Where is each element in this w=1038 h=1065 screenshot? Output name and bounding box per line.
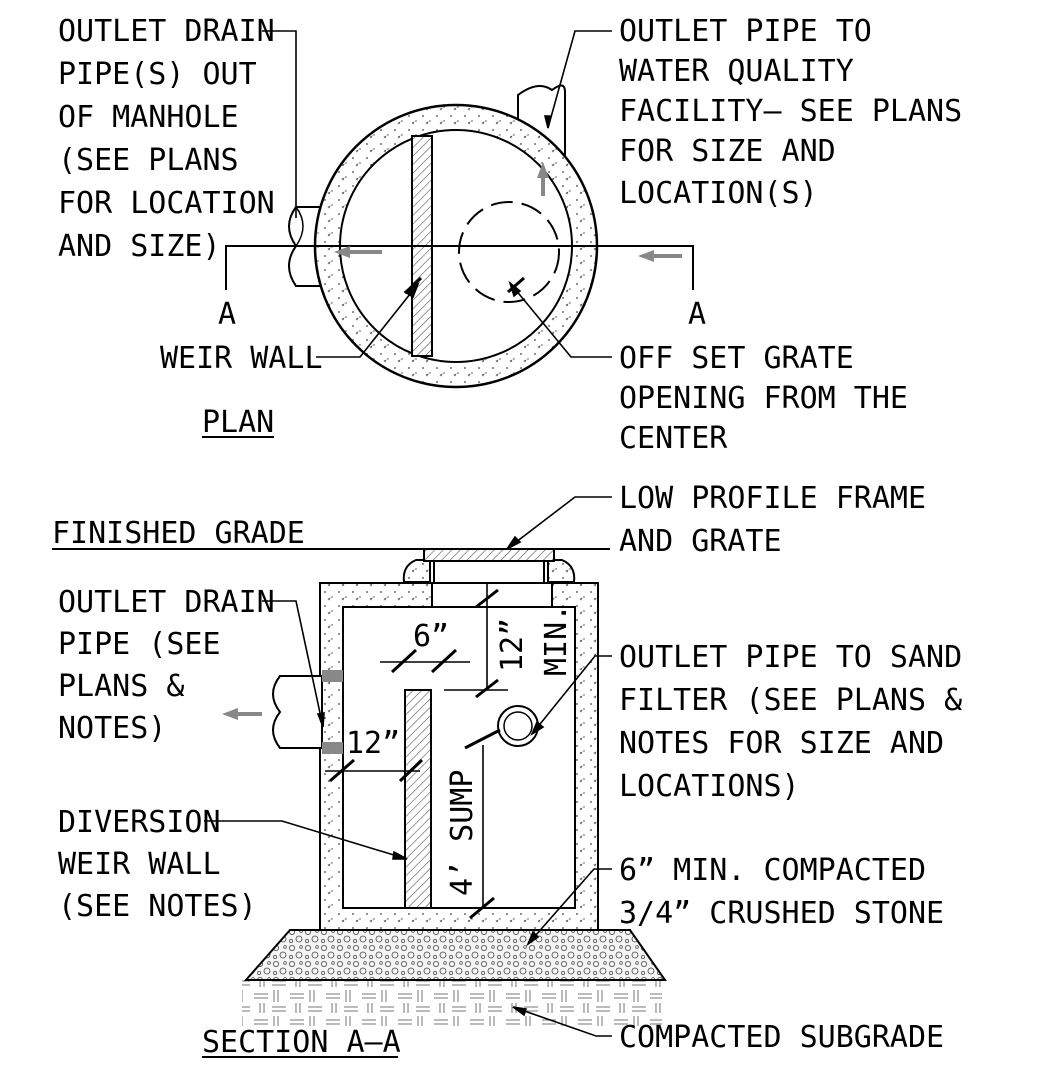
section-frame-grate-label: LOW PROFILE FRAME AND GRATE xyxy=(619,481,944,559)
section-compacted-subgrade xyxy=(242,978,662,1026)
plan-leaders xyxy=(262,30,612,358)
section-dimension-lines xyxy=(325,583,508,920)
section-flow-arrow xyxy=(222,708,262,720)
section-view: FINISHED GRADE LOW PROFILE FRAME AND GRA… xyxy=(52,481,980,1060)
plan-section-line xyxy=(225,245,694,290)
plan-grate-tick xyxy=(507,276,525,294)
section-outlet-sand-label: OUTLET PIPE TO SAND FILTER (SEE PLANS & … xyxy=(619,640,980,804)
plan-outlet-pipe-wq-label: OUTLET PIPE TO WATER QUALITY FACILITY— S… xyxy=(619,14,980,211)
section-grout-right xyxy=(547,559,576,583)
dim-side-clear: 12” xyxy=(346,726,400,761)
section-finished-grade-label: FINISHED GRADE xyxy=(52,516,305,551)
section-diversion-weir-wall xyxy=(404,689,432,909)
plan-flow-arrows xyxy=(334,162,682,262)
plan-weir-wall-label: WEIR WALL xyxy=(160,341,323,376)
dim-top-gap: 6” xyxy=(413,619,449,654)
plan-outlet-drain-label: OUTLET DRAIN PIPE(S) OUT OF MANHOLE (SEE… xyxy=(58,14,293,264)
section-subgrade-label: COMPACTED SUBGRADE xyxy=(619,1020,944,1055)
plan-view: OUTLET DRAIN PIPE(S) OUT OF MANHOLE (SEE… xyxy=(58,14,980,456)
section-leaders xyxy=(204,496,612,1037)
section-pipe-seal-bottom xyxy=(322,742,343,754)
plan-section-marker-right: A xyxy=(688,297,706,332)
plan-outlet-drain-pipe-break xyxy=(295,206,304,247)
plan-offset-grate-label: OFF SET GRATE OPENING FROM THE CENTER xyxy=(619,341,926,456)
dim-sump: 4’ SUMP xyxy=(445,770,480,896)
section-title: SECTION A—A xyxy=(202,1025,401,1060)
plan-title: PLAN xyxy=(202,405,274,440)
plan-section-marker-left: A xyxy=(218,297,236,332)
dim-top-min-suffix: MIN. xyxy=(539,604,574,676)
section-outlet-pipe-sand-inner xyxy=(503,711,533,741)
section-pipe-seal-top xyxy=(322,670,343,682)
section-outlet-drain-label: OUTLET DRAIN PIPE (SEE PLANS & NOTES) xyxy=(58,585,293,746)
section-frame-grate xyxy=(423,548,555,562)
section-diversion-weir-label: DIVERSION WEIR WALL (SEE NOTES) xyxy=(58,805,257,924)
plan-offset-grate-opening xyxy=(458,201,560,303)
section-grout-left xyxy=(402,559,431,583)
section-outlet-drain-pipe xyxy=(272,675,323,749)
dim-top-min-value: 12” xyxy=(495,618,530,672)
section-frame-body xyxy=(433,560,545,584)
plan-weir-tick xyxy=(403,276,423,295)
section-stone-label: 6” MIN. COMPACTED 3/4” CRUSHED STONE xyxy=(619,853,944,931)
section-crushed-stone xyxy=(243,929,667,981)
